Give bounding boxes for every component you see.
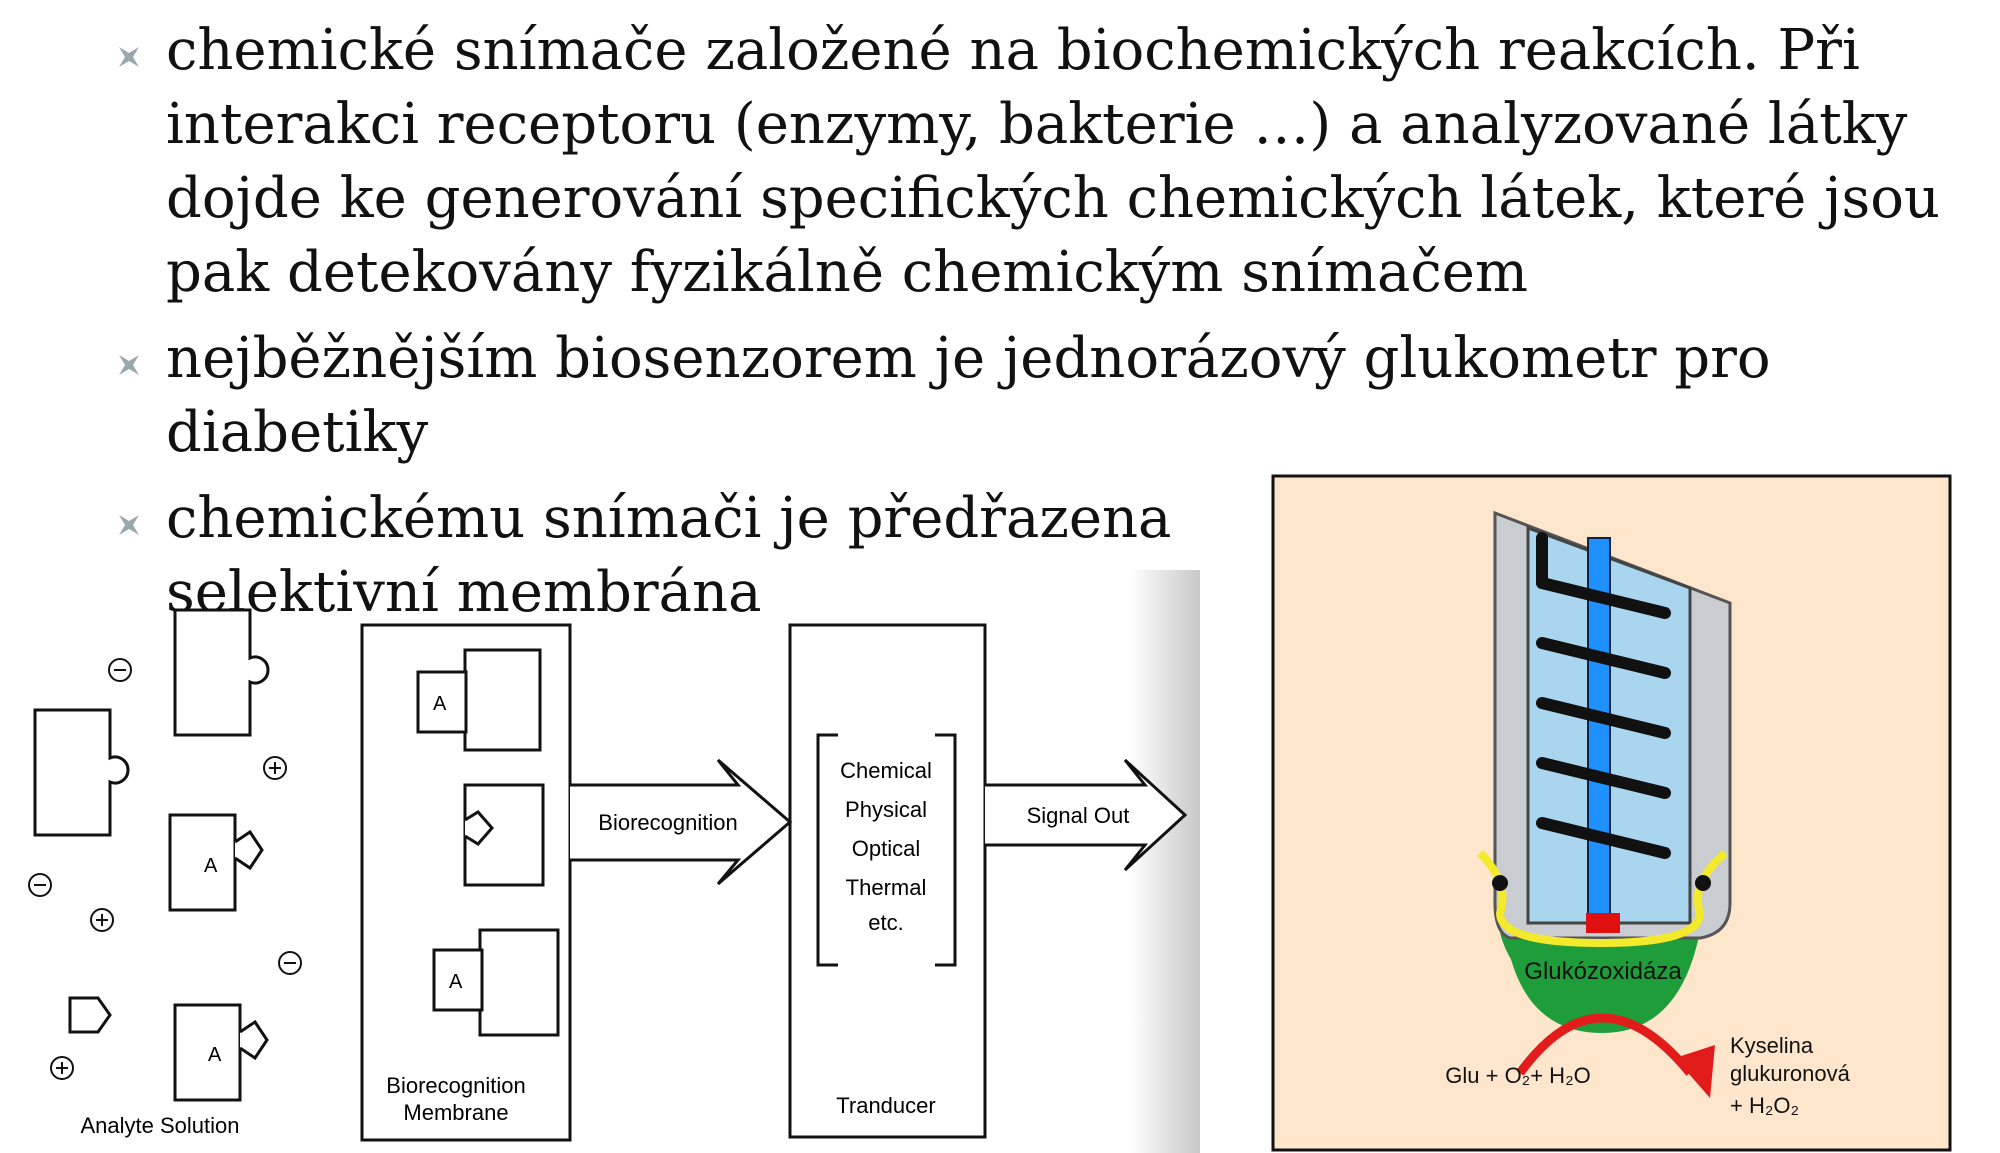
products-label-2: glukuronová — [1730, 1061, 1851, 1086]
bullet-item: chemické snímače založené na biochemický… — [110, 14, 1990, 310]
analyte-letter: A — [449, 971, 463, 993]
enzyme-drop — [1505, 931, 1700, 1033]
bullet-item: chemickému snímači je předřazena selekti… — [110, 482, 1266, 630]
bullet-item: nejběžnějším biosenzorem je jednorázový … — [110, 322, 1990, 470]
products-label-3: + H₂O₂ — [1730, 1093, 1799, 1118]
bullet-marker-icon — [119, 47, 139, 67]
transducer-type: Chemical — [840, 758, 932, 783]
analyte-shapes — [33, 608, 270, 1102]
bullet-text: nejběžnějším biosenzorem je jednorázový … — [166, 326, 1771, 465]
transducer-type: Optical — [852, 836, 920, 861]
analyte-solution-label: Analyte Solution — [81, 1113, 240, 1138]
selective-membrane — [1477, 849, 1728, 948]
reaction-arrowhead — [1675, 1045, 1715, 1098]
membrane-receptors — [416, 648, 560, 1037]
sensor-tip — [1586, 913, 1620, 933]
bullet-text: chemickému snímači je předřazena selekti… — [166, 486, 1172, 625]
enzyme-label: Glukózoxidáza — [1524, 958, 1682, 985]
analyte-letter: A — [204, 855, 218, 877]
products-label-1: Kyselina — [1730, 1033, 1814, 1058]
page-shadow — [1130, 570, 1200, 1153]
signal-out-arrow — [985, 758, 1188, 872]
analyte-letter: A — [433, 693, 447, 715]
membrane-label-2: Membrane — [403, 1100, 508, 1125]
transducer-type: Thermal — [846, 875, 927, 900]
bullet-marker-icon — [119, 355, 139, 375]
signal-out-label: Signal Out — [1027, 803, 1130, 828]
reaction-arrow — [1516, 1013, 1694, 1076]
analyte-letter: A — [208, 1044, 222, 1066]
bullet-text: chemické snímače založené na biochemický… — [166, 18, 1940, 305]
transducer-box — [788, 623, 987, 1139]
transducer-label: Tranducer — [836, 1093, 935, 1118]
ion-icons — [28, 658, 302, 1080]
biorecognition-arrow-label: Biorecognition — [598, 810, 737, 835]
reactants-label: Glu + O₂+ H₂O — [1445, 1063, 1590, 1088]
bullet-marker-icon — [119, 515, 139, 535]
membrane-box — [360, 623, 572, 1142]
bullet-list: chemické snímače založené na biochemický… — [110, 14, 1990, 642]
biosensor-diagram: A A Analyte Solution A A Biorecognition … — [28, 570, 1200, 1153]
electrode-coil — [1536, 532, 1671, 859]
transducer-type: Physical — [845, 797, 927, 822]
glucose-probe-illustration: Glukózoxidáza Glu + O₂+ H₂O Kyselina glu… — [1271, 474, 1952, 1152]
transducer-brackets — [816, 733, 957, 967]
membrane-label-1: Biorecognition — [386, 1073, 525, 1098]
transducer-type: etc. — [868, 910, 903, 935]
